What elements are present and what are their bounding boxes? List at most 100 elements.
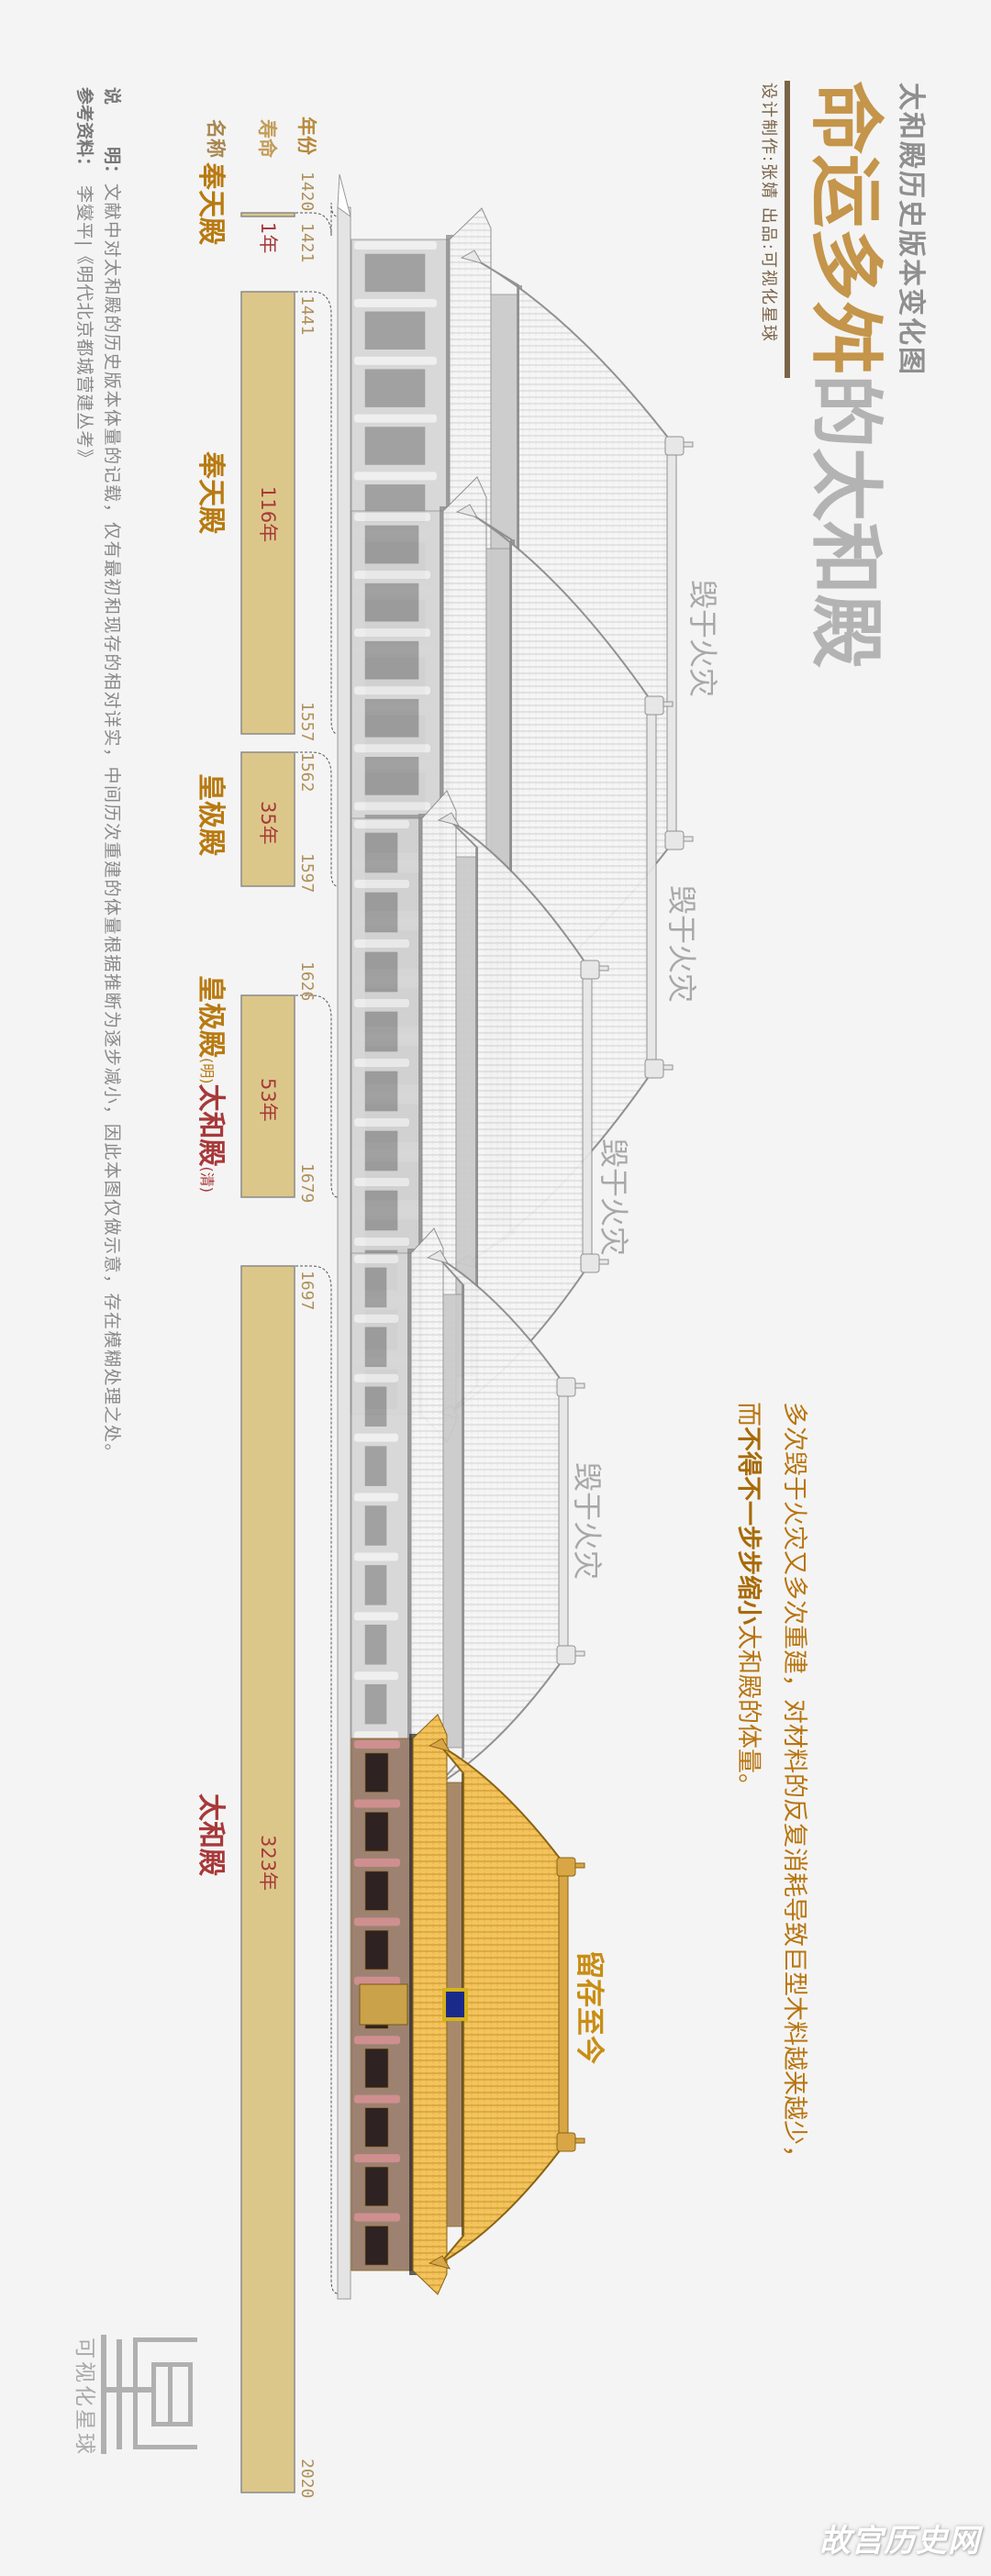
title-rest: 的太和殿 <box>803 374 889 668</box>
ridge-ornament-icon <box>580 1253 600 1273</box>
hall-column <box>354 880 409 888</box>
year-label: 2020 <box>297 2459 317 2499</box>
eave-corner-icon <box>437 812 461 827</box>
hall-column <box>354 1238 409 1246</box>
hall-column <box>354 1314 398 1323</box>
lifespan-bar <box>240 212 295 217</box>
hall-column <box>354 571 430 580</box>
hall-column <box>354 628 430 638</box>
hall-column <box>354 1059 409 1067</box>
timeline-connector <box>295 291 339 735</box>
ridge-ornament-icon <box>664 830 685 850</box>
explain-text: 文献中对太和殿的历史版本体量的记载，仅有最初和现存的相对详实，中间历次重建的体量… <box>102 183 122 1463</box>
lattice-door <box>364 2048 389 2088</box>
hall-column <box>354 1255 398 1263</box>
year-label: 1562 <box>297 752 317 793</box>
narrative-text: 多次毁于火灾又多次重建，对材料的反复消耗导致巨型木料越来越少， 而不得不一步步缩… <box>725 1402 817 2282</box>
destroyed-label: 毁于火灾 <box>570 1462 605 1581</box>
lattice-door <box>364 253 426 293</box>
lattice-door <box>364 1071 398 1112</box>
hall-column <box>354 1799 400 1808</box>
lifespan-label: 53年 <box>257 1078 279 1122</box>
lattice-door <box>364 1327 387 1368</box>
lattice-door <box>364 640 419 680</box>
hall-column <box>354 472 437 481</box>
lattice-door <box>364 832 398 873</box>
hall-column <box>354 2094 400 2104</box>
header-name: 名称 <box>205 119 227 158</box>
dynasty-note: (清) <box>198 1166 216 1194</box>
subtitle: 太和殿历史版本变化图 <box>895 83 927 376</box>
year-label: 1626 <box>297 961 317 1002</box>
hall-name: 太和殿 <box>195 1793 227 1876</box>
ridge-ornament-icon <box>574 1862 585 1869</box>
lattice-door <box>364 1683 387 1725</box>
lattice-door <box>364 1505 387 1546</box>
credits-divider <box>785 81 790 378</box>
lattice-door <box>364 1871 389 1911</box>
lifespan-label: 1年 <box>257 222 279 254</box>
destroyed-hall <box>351 1227 585 1815</box>
lattice-door <box>364 1812 389 1852</box>
ridge-ornament-icon <box>663 701 674 707</box>
timeline-connector <box>295 202 339 237</box>
explain-label-2: 明： <box>102 147 122 183</box>
eave-corner-icon <box>428 2255 451 2270</box>
upper-wall-strip <box>442 1294 464 1749</box>
ridge-ornament-icon <box>574 1650 585 1657</box>
destroyed-label: 毁于火灾 <box>596 1138 631 1257</box>
year-label: 1679 <box>297 1163 317 1204</box>
page-title: 命运多舛的太和殿 <box>803 81 889 668</box>
narrative-line2-pre: 而 <box>734 1402 763 1427</box>
ridge-ornament-icon <box>598 965 609 972</box>
lattice-door <box>364 1625 387 1665</box>
ridge-ornament-icon <box>683 836 694 842</box>
ref-text: 李燮平|《明代北京都城营建丛考》 <box>74 185 95 468</box>
ref-label: 参考资料： <box>74 87 95 175</box>
narrative-line1: 多次毁于火灾又多次重建，对材料的反复消耗导致巨型木料越来越少， <box>780 1402 808 2170</box>
hall-name: 奉天殿 <box>195 162 227 245</box>
main-door <box>359 1983 408 2026</box>
hall-column <box>354 356 437 365</box>
roof-ridge <box>582 969 593 1264</box>
hall-column <box>354 414 437 423</box>
explain-label-1: 说 <box>102 87 122 105</box>
destroyed-label: 毁于火灾 <box>685 580 720 698</box>
hall-column <box>354 1493 398 1502</box>
year-label: 1420 <box>297 172 317 212</box>
hall-column <box>354 1671 398 1681</box>
ridge-ornament-icon <box>556 1857 576 1877</box>
lattice-door <box>364 1267 387 1308</box>
lattice-door <box>364 2226 389 2266</box>
hall-column <box>354 1976 400 1985</box>
timeline-connector <box>295 751 339 887</box>
year-label: 1441 <box>297 295 317 336</box>
lattice-door <box>364 1011 398 1052</box>
lattice-door <box>364 698 419 738</box>
ridge-ornament-icon <box>683 441 694 448</box>
hall-name: 皇极殿 <box>195 773 227 856</box>
header-lifespan: 寿命 <box>256 119 278 158</box>
hall-name: 皇极殿 <box>195 975 227 1058</box>
hall-column <box>354 1731 398 1740</box>
timeline-connector <box>295 994 339 1198</box>
lifespan-bar <box>240 291 295 735</box>
hall-column <box>354 1433 398 1442</box>
lattice-door <box>364 757 419 795</box>
roof-ridge <box>666 445 677 841</box>
lattice-door <box>364 1386 387 1427</box>
credits: 设计制作:张婧 出品:可视化星球 <box>759 83 778 343</box>
hall-column <box>354 1373 398 1382</box>
roof-ridge <box>558 1386 569 1656</box>
lattice-door <box>364 2107 389 2148</box>
lifespan-label: 323年 <box>257 1835 279 1892</box>
hall-column <box>354 686 430 695</box>
surviving-label: 留存至今 <box>573 1950 606 2064</box>
ridge-ornament-icon <box>663 1064 674 1071</box>
lifespan-bar <box>240 751 295 887</box>
roof-ridge <box>558 1866 569 2143</box>
lifespan-bar <box>240 994 295 1198</box>
timeline-connector <box>295 1265 339 2294</box>
